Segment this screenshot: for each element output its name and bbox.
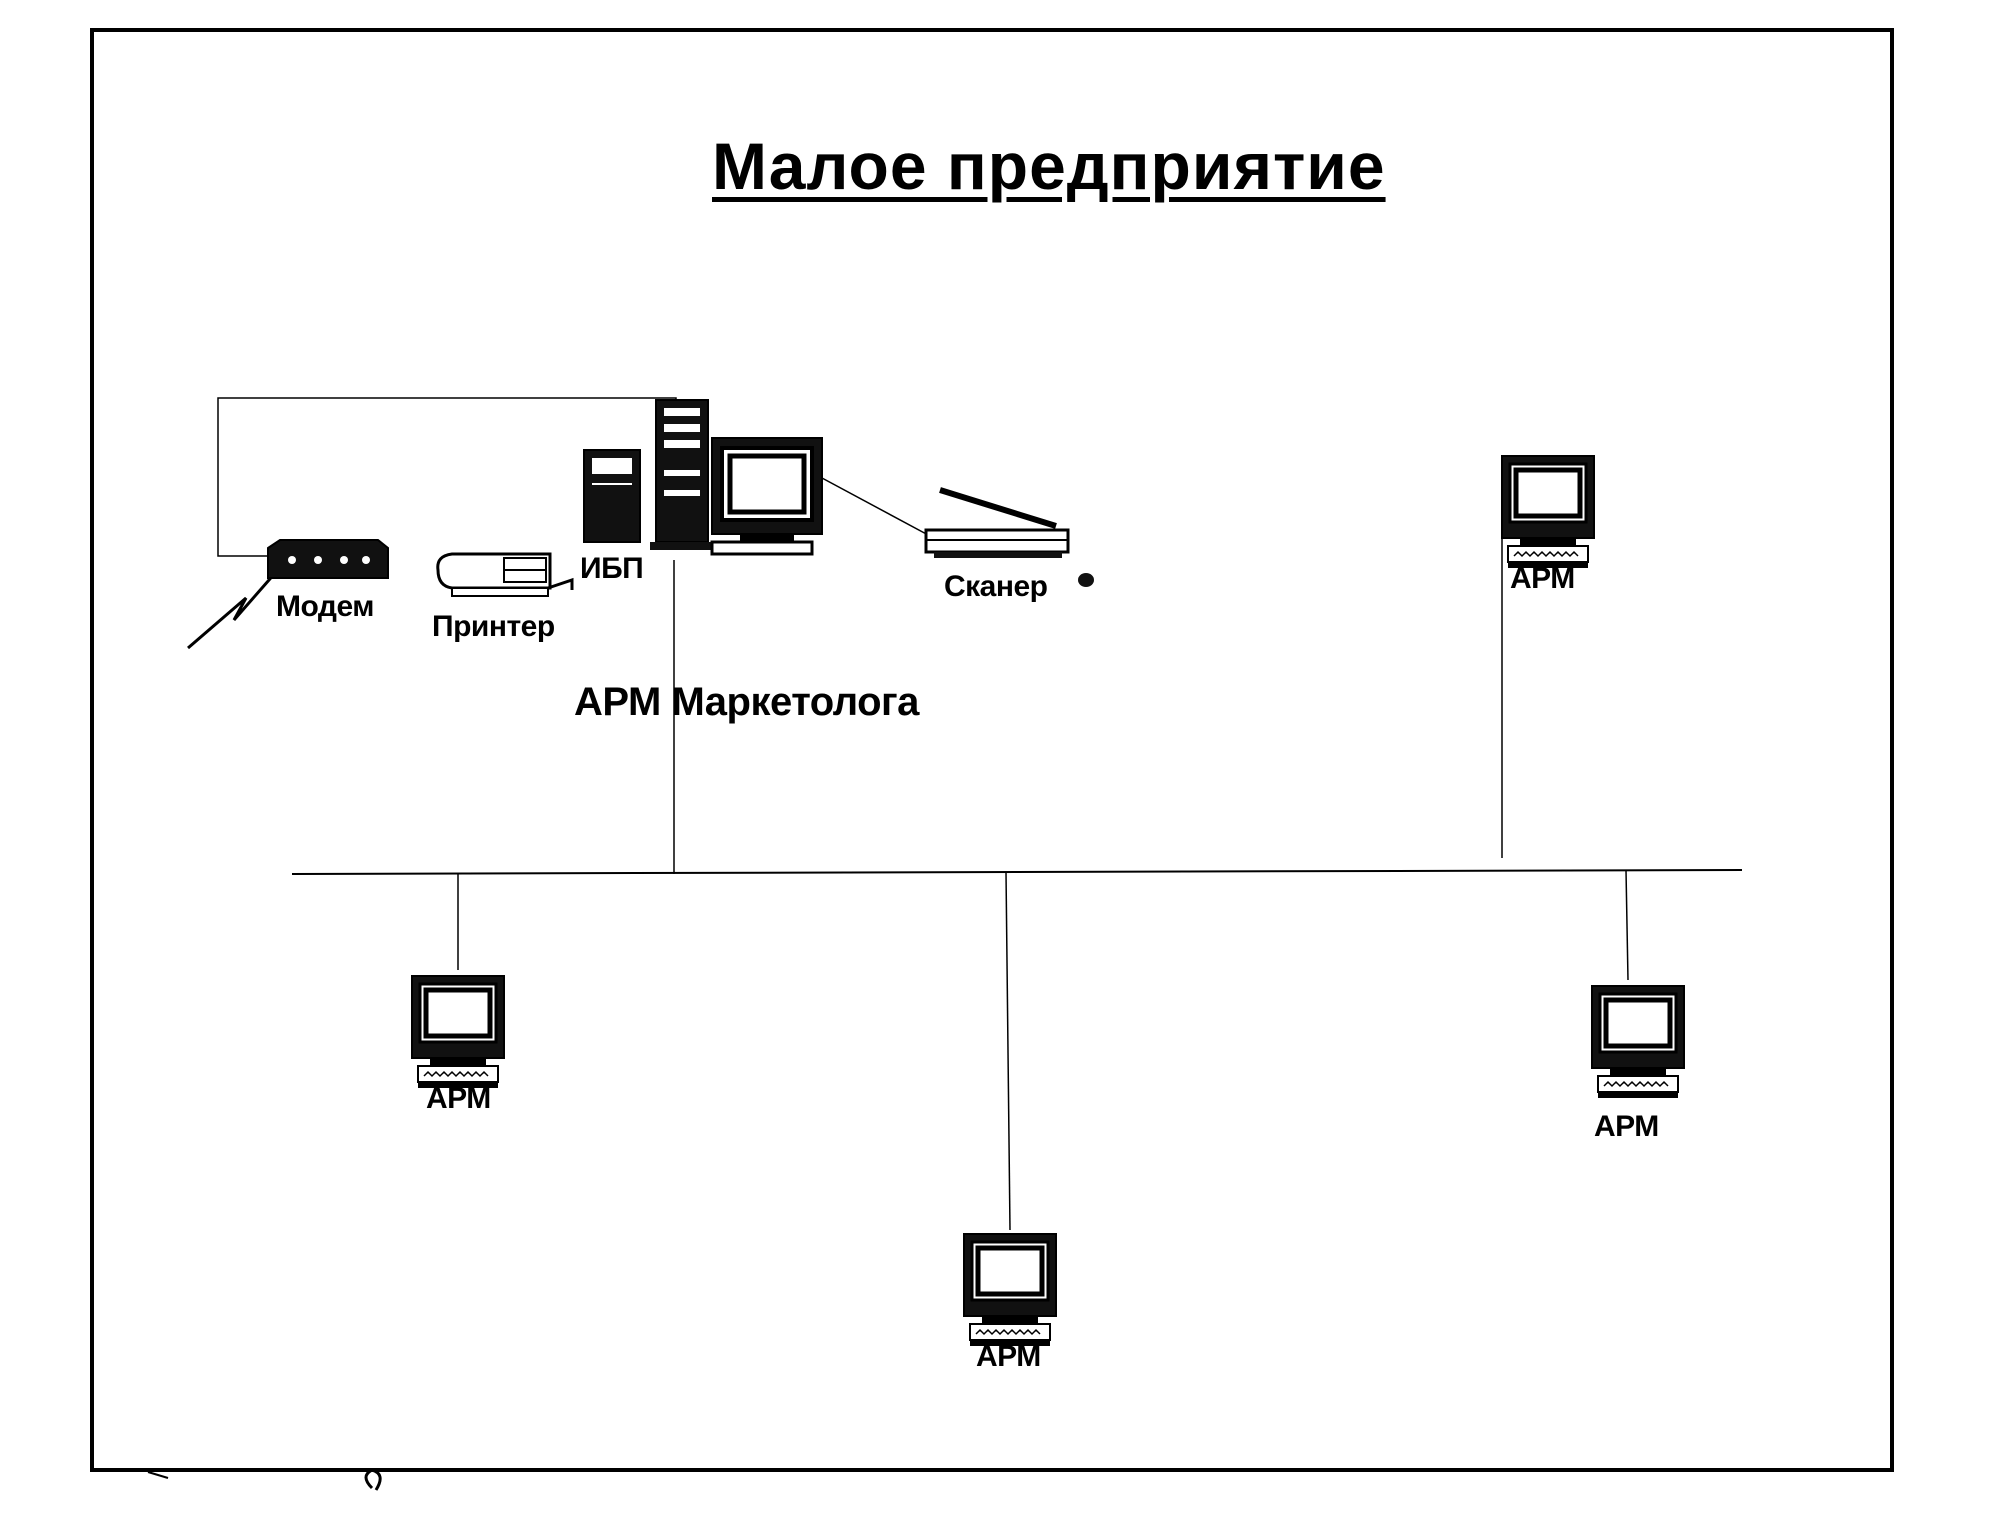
workstation-icon-bottom-right [1592, 986, 1684, 1098]
handwritten-mark [364, 1468, 382, 1491]
label-ups: ИБП [580, 552, 644, 585]
label-modem: Модем [276, 590, 374, 623]
lightning-icon [187, 571, 278, 650]
outer-frame [90, 28, 1894, 1472]
scanner-icon [924, 487, 1094, 587]
printer-icon [436, 552, 574, 597]
drop-ws-bottom-center [1005, 871, 1011, 1231]
server-tower-icon [650, 399, 714, 550]
label-ws-top-right: АРМ [1510, 562, 1575, 595]
label-ws-bottom-right: АРМ [1594, 1110, 1659, 1143]
label-printer: Принтер [432, 610, 555, 643]
corner-tick [147, 1471, 169, 1479]
network-bus [291, 869, 1743, 875]
workstation-icon-bottom-center [964, 1234, 1056, 1346]
label-marketer-workstation: АРМ Маркетолога [574, 680, 919, 724]
scanner-link [821, 477, 931, 537]
ups-icon [583, 449, 641, 543]
label-ws-bottom-left: АРМ [426, 1082, 491, 1115]
workstation-icon-top-right [1502, 456, 1594, 568]
drop-ws-bottom-right [1625, 869, 1629, 981]
label-ws-bottom-center: АРМ [976, 1340, 1041, 1373]
modem-icon [267, 539, 389, 579]
workstation-icon-bottom-left [412, 976, 504, 1088]
monitor-icon [710, 437, 823, 556]
page-title: Малое предприятие [712, 129, 1386, 203]
label-scanner: Сканер [944, 570, 1048, 603]
